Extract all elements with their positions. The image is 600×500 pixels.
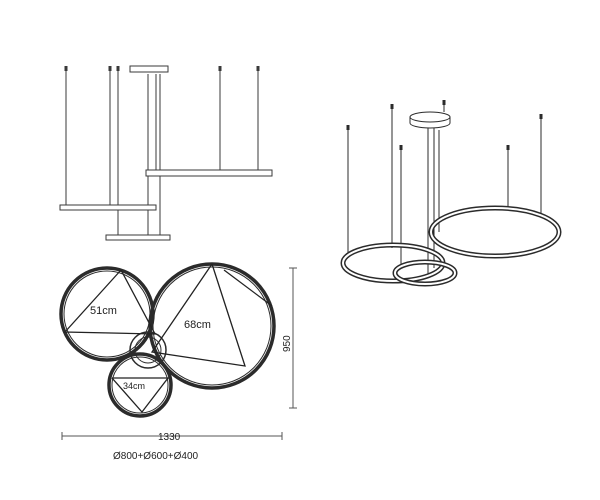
wire-cap (442, 100, 446, 105)
width-dimension (61, 432, 283, 440)
wire-cap (218, 66, 222, 71)
ceiling-canopy (129, 65, 169, 73)
ring-small-3d (392, 259, 458, 287)
perspective-view (340, 100, 562, 287)
large-ring-label: 68cm (184, 319, 211, 331)
canopy-plan-outer (129, 331, 167, 369)
width-label: 1330 (158, 432, 181, 443)
wire-cap (390, 104, 394, 109)
ring-side-small (105, 234, 171, 241)
wire-cap (346, 125, 350, 130)
front-elevation-view (59, 65, 273, 241)
ceiling-canopy-3d (409, 111, 451, 123)
plan-view (59, 262, 276, 418)
small-ring-label: 34cm (123, 381, 145, 391)
ceiling-canopy-3d-side (409, 117, 451, 129)
ring-large-inner (152, 266, 272, 386)
wire-cap (64, 66, 68, 71)
ring-side-large (145, 169, 273, 177)
medium-ring-label: 51cm (90, 305, 117, 317)
wire-cap (506, 145, 510, 150)
wire-cap (256, 66, 260, 71)
canopy-plan-inner (134, 336, 162, 364)
wire-cap (399, 145, 403, 150)
ring-small-plan (107, 352, 173, 418)
wire-cap (116, 66, 120, 71)
ring-side-medium (59, 204, 157, 211)
ring-small-inner (111, 356, 169, 414)
ring-large-3d (428, 205, 562, 259)
diameters-label: Ø800+Ø600+Ø400 (113, 451, 199, 462)
ring-medium-plan (59, 266, 155, 362)
measure-lines (63, 263, 273, 414)
wire-cap (108, 66, 112, 71)
height-dimension (289, 267, 297, 409)
height-label: 950 (282, 335, 293, 352)
wire-cap (539, 114, 543, 119)
